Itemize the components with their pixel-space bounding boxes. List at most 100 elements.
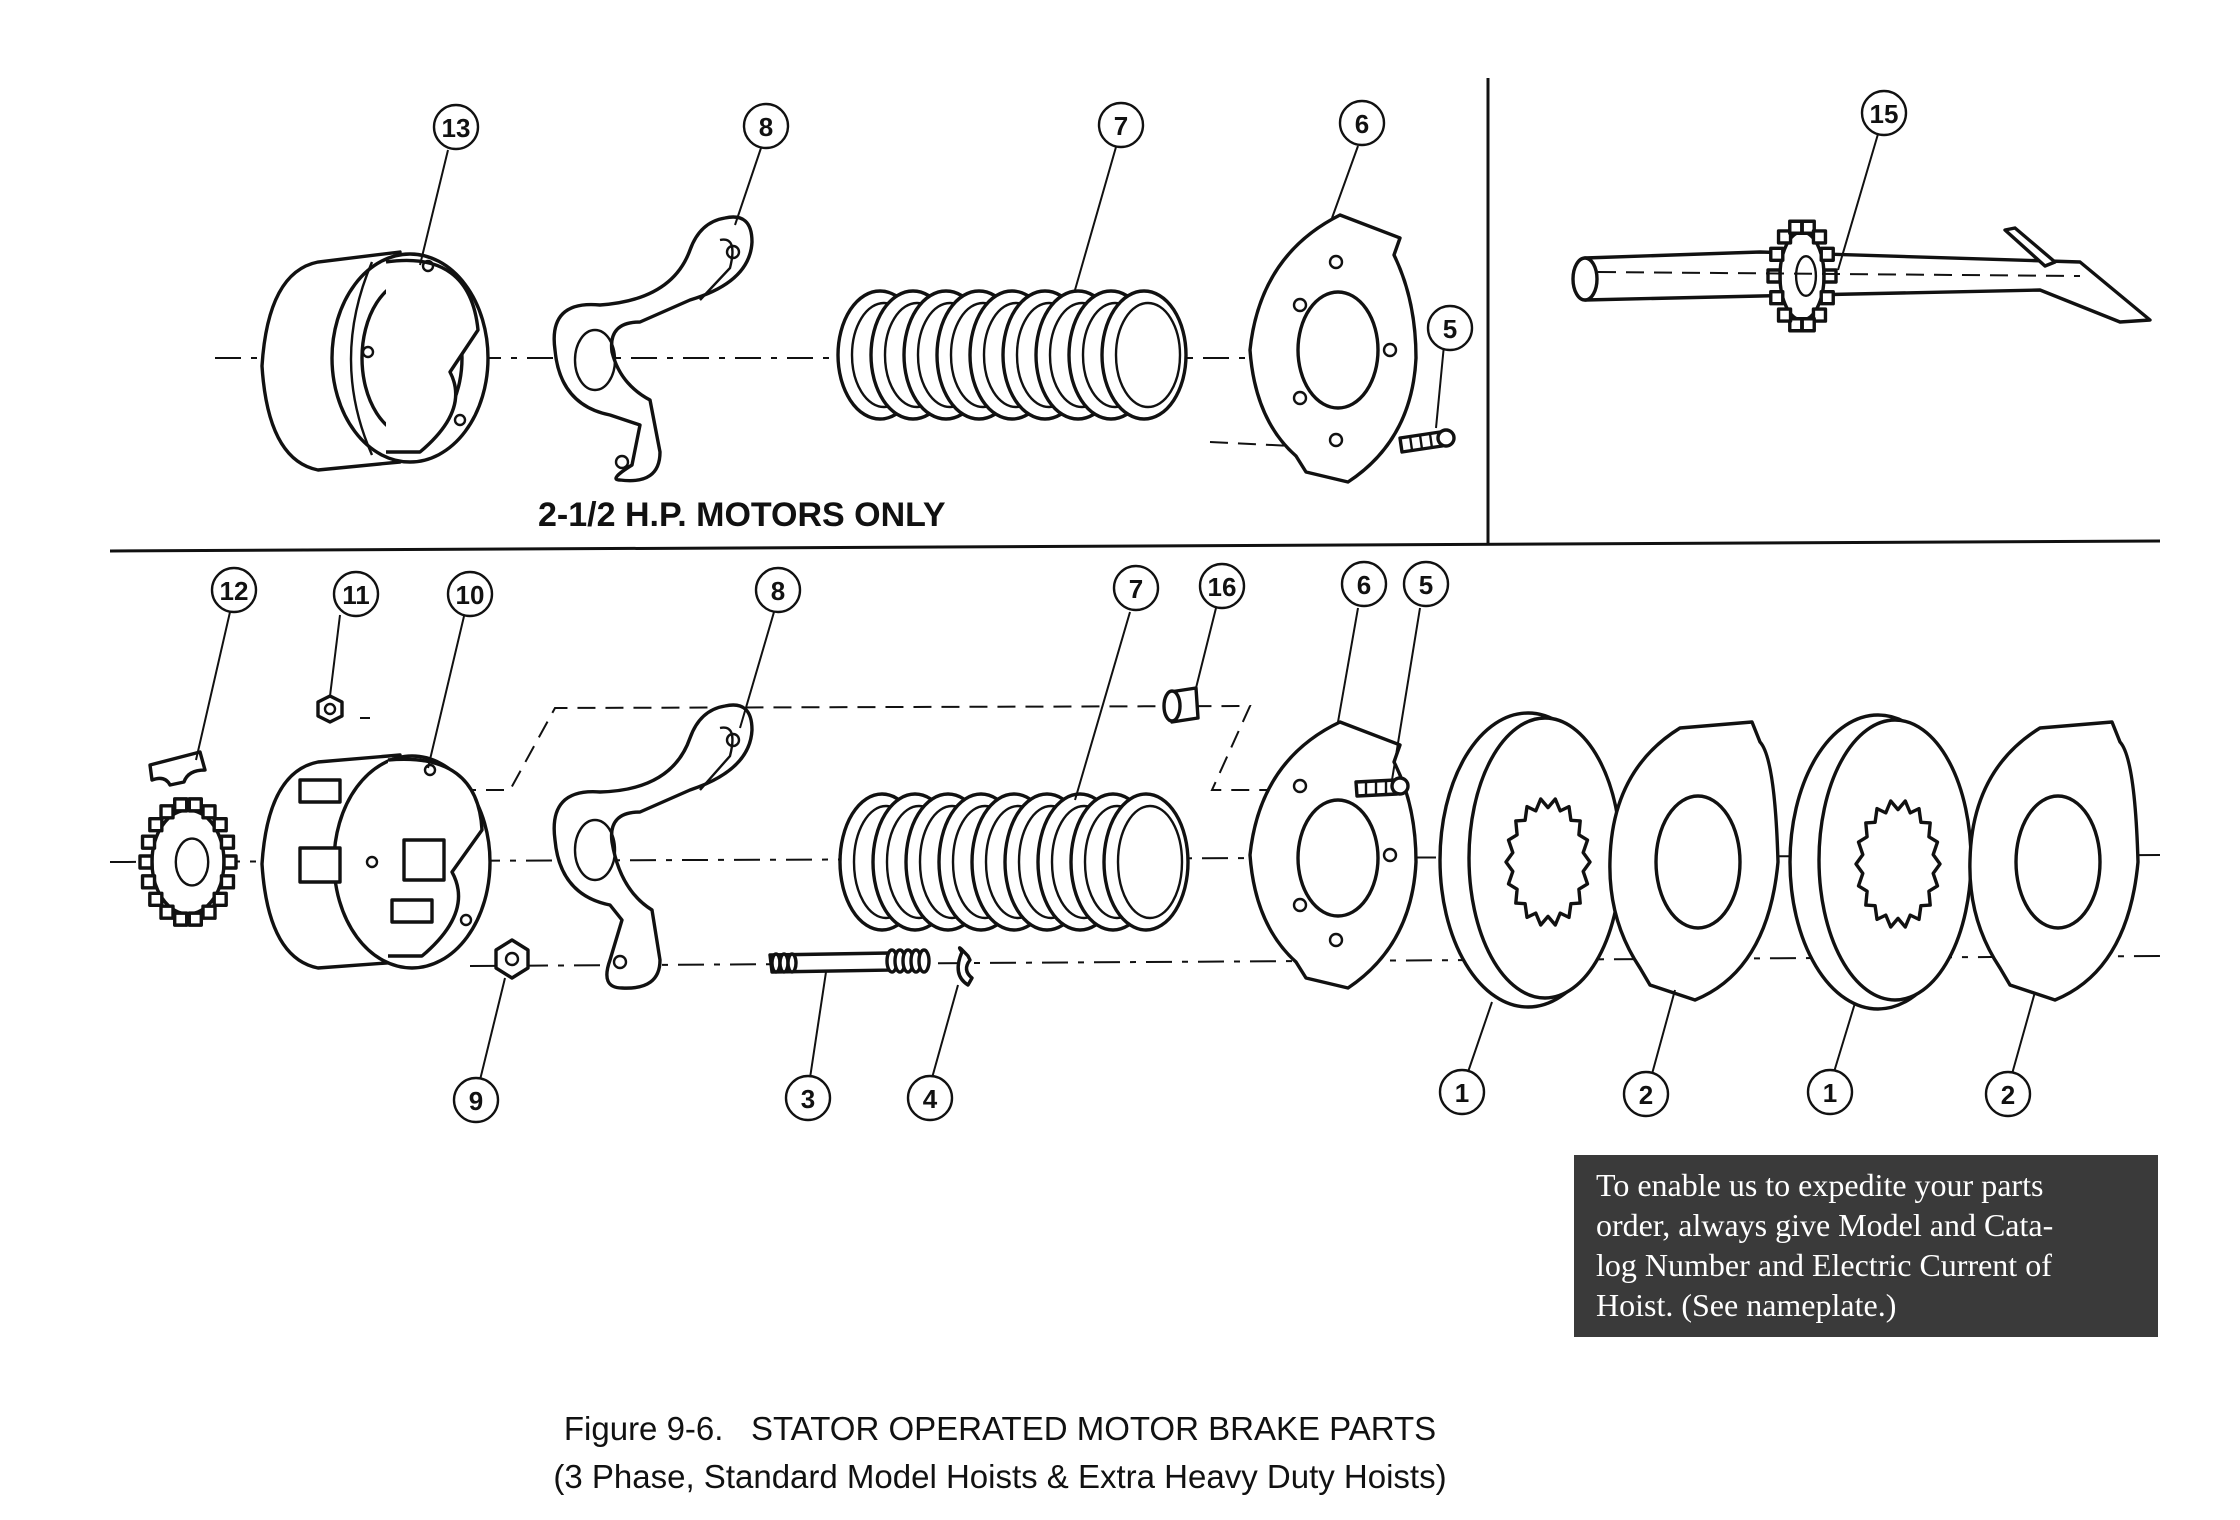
- gear-tooth: [219, 874, 236, 890]
- gear-tooth: [1811, 229, 1828, 245]
- spline-bore: [1854, 799, 1942, 929]
- gear-tooth: [138, 854, 154, 870]
- notice-line-3: log Number and Electric Current of: [1596, 1247, 2052, 1283]
- callout-bottom-2b: 2: [1984, 1070, 2032, 1118]
- part-1-friction-disc-b: [1788, 713, 1973, 1011]
- gear-bore: [174, 837, 210, 887]
- gear-tooth: [159, 804, 175, 820]
- callout-top-8: 8: [742, 102, 790, 150]
- part-2-plate-a: [1608, 720, 1780, 1002]
- gear-tooth: [173, 911, 189, 927]
- callout-bottom-10: 10: [446, 570, 494, 618]
- svg-text:2: 2: [2001, 1080, 2015, 1110]
- svg-text:7: 7: [1114, 111, 1128, 141]
- gear-tooth: [222, 854, 238, 870]
- callout-bottom-2a: 2: [1622, 1070, 1670, 1118]
- svg-text:15: 15: [1870, 99, 1899, 129]
- part-4-retaining-ring: [956, 946, 974, 987]
- part-11-nut: [316, 694, 344, 724]
- gear-tooth: [219, 834, 236, 850]
- callout-bottom-16: 16: [1198, 562, 1246, 610]
- part-5-screw-top: [1398, 428, 1456, 454]
- callout-bottom-4: 4: [906, 1074, 954, 1122]
- gear-tooth: [1769, 246, 1785, 263]
- notice-line-4: Hoist. (See nameplate.): [1596, 1287, 1897, 1323]
- gear-tooth: [173, 797, 189, 813]
- callout-bottom-8: 8: [754, 566, 802, 614]
- spring-coil: [1100, 289, 1188, 421]
- horizontal-divider: [109, 539, 2161, 553]
- callout-top-6: 6: [1338, 99, 1386, 147]
- svg-text:6: 6: [1357, 570, 1371, 600]
- part-12-key: [148, 750, 207, 787]
- part-6-plate-top: [1209, 213, 1418, 484]
- gear-tooth: [1769, 289, 1785, 306]
- callout-top-15: 15: [1860, 89, 1908, 137]
- gear-tooth: [140, 834, 157, 850]
- part-5-screw-bottom: [1354, 776, 1410, 798]
- gear-bore: [1794, 255, 1818, 298]
- gear-tooth: [1800, 219, 1816, 235]
- svg-text:16: 16: [1208, 572, 1237, 602]
- svg-text:1: 1: [1455, 1078, 1469, 1108]
- svg-text:3: 3: [801, 1084, 815, 1114]
- gear-tooth: [1776, 229, 1793, 245]
- part-1-friction-disc-a: [1438, 711, 1623, 1009]
- top-panel: 2-1/2 H.P. MOTORS ONLY: [215, 213, 2152, 534]
- svg-text:5: 5: [1443, 314, 1457, 344]
- part-2-plate-b: [1968, 720, 2140, 1002]
- gear-tooth: [187, 911, 203, 927]
- gear-tooth: [1788, 317, 1804, 333]
- part-7-spring-top: [836, 289, 1188, 421]
- callout-bottom-3: 3: [784, 1074, 832, 1122]
- callout-top-5: 5: [1426, 304, 1474, 352]
- svg-text:7: 7: [1129, 574, 1143, 604]
- gear-tooth: [1800, 317, 1816, 333]
- svg-text:1: 1: [1823, 1078, 1837, 1108]
- callout-bottom-7: 7: [1112, 564, 1160, 612]
- figure-title: Figure 9-6. STATOR OPERATED MOTOR BRAKE …: [563, 1410, 1437, 1447]
- splined-gear: [138, 797, 238, 927]
- bottom-panel: [109, 686, 2161, 1011]
- leader-lines: [195, 133, 2036, 1081]
- callout-bottom-12: 12: [210, 566, 258, 614]
- callout-bottom-1a: 1: [1438, 1068, 1486, 1116]
- gear-tooth: [201, 804, 217, 820]
- gear-tooth: [1819, 289, 1835, 306]
- section-label: 2-1/2 H.P. MOTORS ONLY: [538, 496, 946, 534]
- gear-tooth: [148, 817, 164, 833]
- callout-bottom-11: 11: [332, 570, 380, 618]
- part-9-nut: [494, 938, 530, 980]
- gear-tooth: [1766, 268, 1782, 284]
- gear-tooth: [1819, 246, 1835, 263]
- svg-text:8: 8: [759, 112, 773, 142]
- parts-order-notice: To enable us to expedite your parts orde…: [1574, 1155, 2158, 1337]
- part-8-bracket-top: [552, 215, 754, 483]
- gear-tooth: [187, 797, 203, 813]
- thread-ridge: [917, 948, 931, 974]
- notice-line-2: order, always give Model and Cata-: [1596, 1207, 2054, 1243]
- callout-bottom-6: 6: [1340, 560, 1388, 608]
- gear-tooth: [1788, 219, 1804, 235]
- gear-body: [1778, 230, 1826, 322]
- svg-text:5: 5: [1419, 570, 1433, 600]
- part-10-brake-housing: [260, 753, 492, 970]
- svg-text:6: 6: [1355, 109, 1369, 139]
- callout-bottom-9: 9: [452, 1076, 500, 1124]
- svg-text:4: 4: [923, 1084, 938, 1114]
- gear-tooth: [140, 874, 157, 890]
- gear-tooth: [212, 891, 228, 907]
- part-13-brake-housing: [260, 250, 490, 472]
- callout-top-7: 7: [1097, 101, 1145, 149]
- svg-text:13: 13: [442, 113, 471, 143]
- callouts: 13 8 7 6 5 15 12 11 10 8 7 16 6 5 9 3 4 …: [210, 89, 2032, 1124]
- thread-ridge: [786, 952, 798, 974]
- svg-text:12: 12: [220, 576, 249, 606]
- gear-tooth: [1776, 307, 1793, 323]
- part-8-bracket-bottom: [552, 703, 754, 990]
- callout-top-13: 13: [432, 103, 480, 151]
- spring-coil-inner: [1116, 804, 1184, 920]
- gear-tooth: [1822, 268, 1838, 284]
- svg-text:8: 8: [771, 576, 785, 606]
- notice-line-1: To enable us to expedite your parts: [1596, 1167, 2044, 1203]
